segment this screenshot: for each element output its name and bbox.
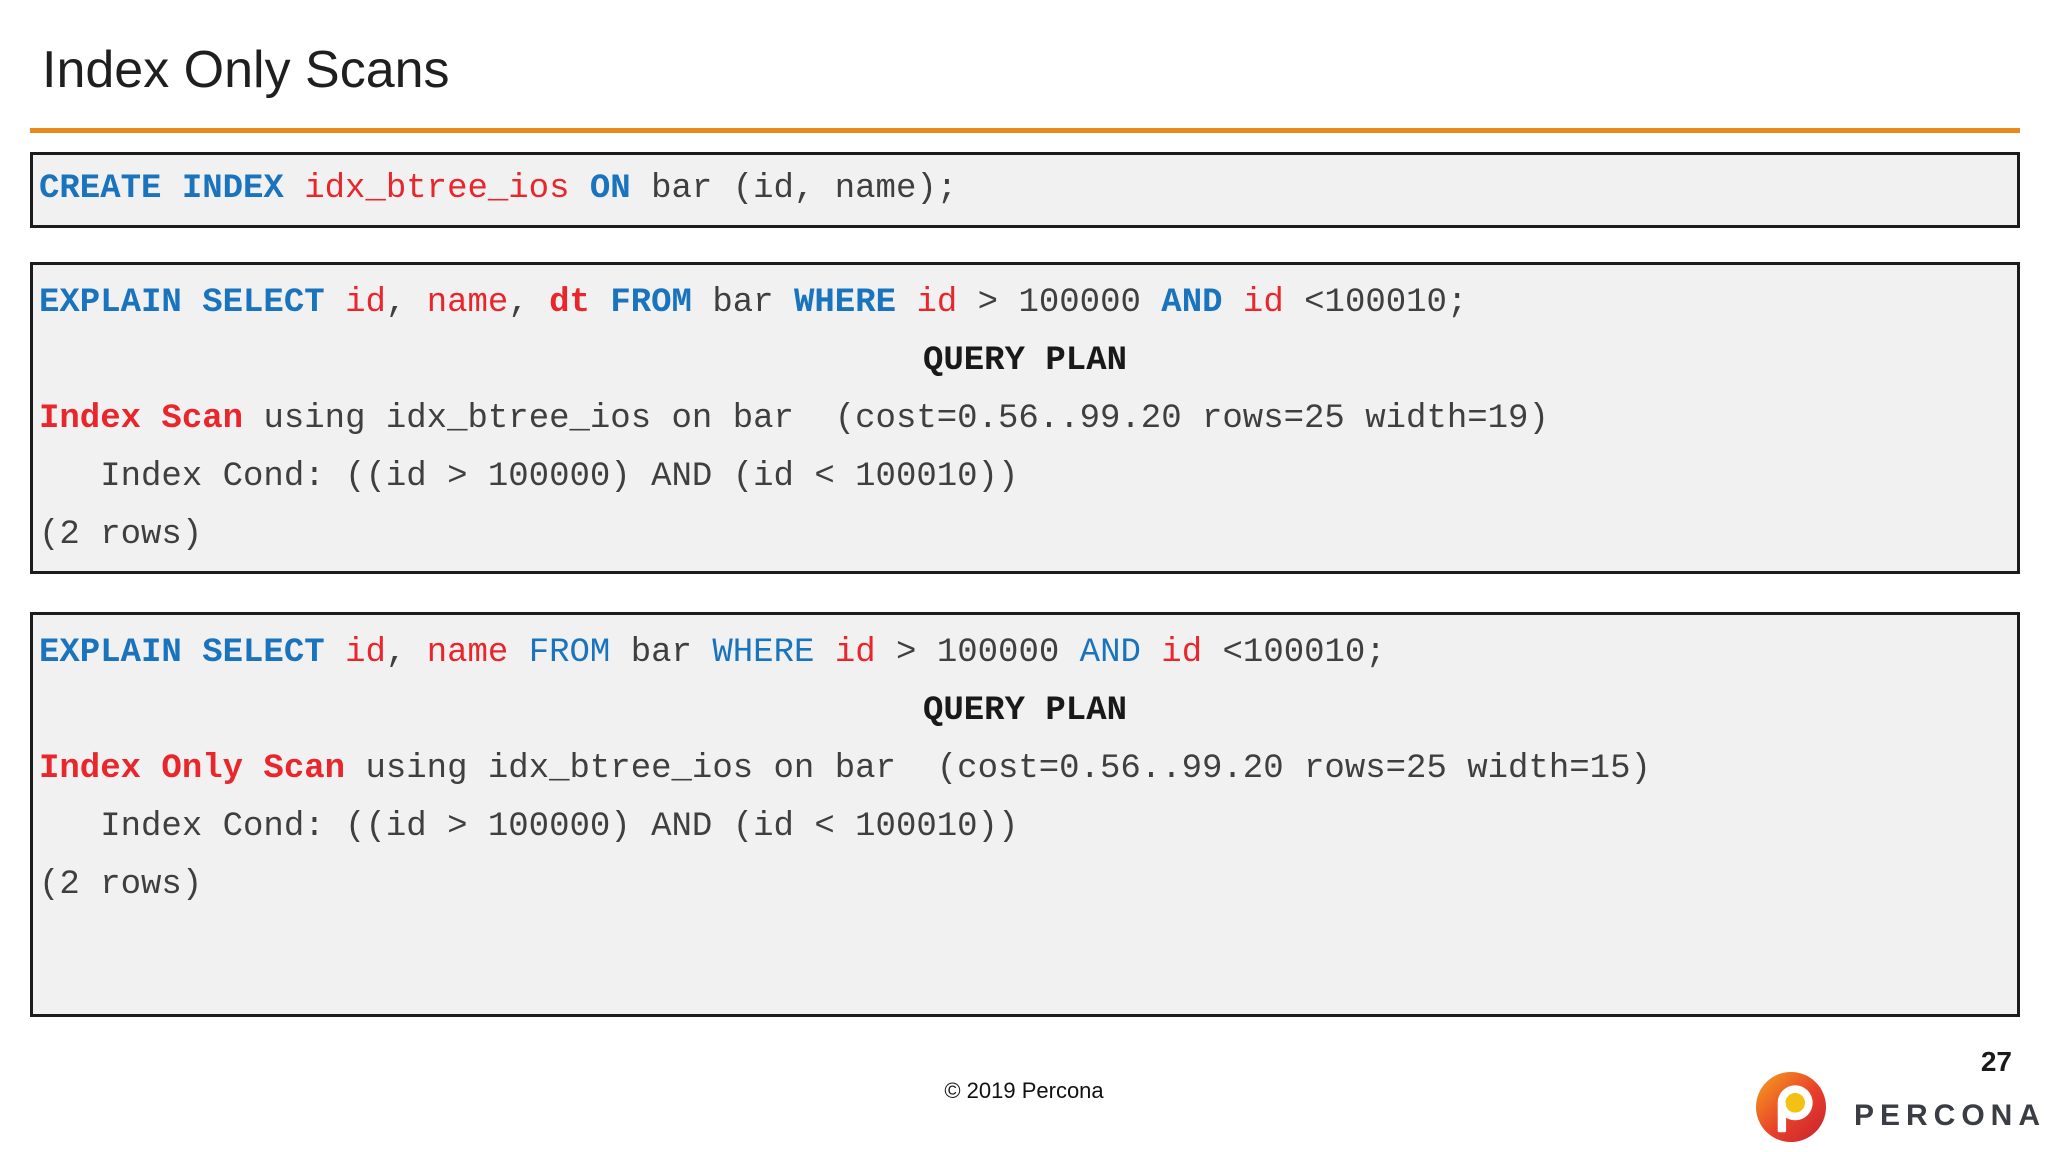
code-line: QUERY PLAN <box>922 692 1128 730</box>
code-line: (2 rows) <box>39 866 203 904</box>
code-block-create-index: CREATE INDEX idx_btree_ios ON bar (id, n… <box>30 152 2020 228</box>
percona-wordmark: PERCONA <box>1854 1099 2047 1132</box>
code-line: EXPLAIN SELECT id, name FROM bar WHERE i… <box>39 634 1386 672</box>
code-line: (2 rows) <box>39 516 203 554</box>
title-underline <box>30 128 2020 133</box>
percona-brand-lockup: PERCONA <box>1756 1072 2046 1142</box>
code-line: QUERY PLAN <box>922 342 1128 380</box>
page-number: 27 <box>1980 1046 2012 1077</box>
code-line: Index Only Scan using idx_btree_ios on b… <box>39 750 1651 788</box>
code-block-explain-index-only-scan: EXPLAIN SELECT id, name FROM bar WHERE i… <box>30 612 2020 1017</box>
code-block-explain-index-scan: EXPLAIN SELECT id, name, dt FROM bar WHE… <box>30 262 2020 574</box>
page-title: Index Only Scans <box>42 41 450 99</box>
copyright-text: © 2019 Percona <box>944 1078 1104 1103</box>
percona-logo-icon <box>1756 1072 1826 1142</box>
code-line: Index Cond: ((id > 100000) AND (id < 100… <box>39 808 1019 846</box>
code-line: EXPLAIN SELECT id, name, dt FROM bar WHE… <box>39 284 1468 322</box>
code-line: Index Scan using idx_btree_ios on bar (c… <box>39 400 1549 438</box>
code-line: CREATE INDEX idx_btree_ios ON bar (id, n… <box>39 170 958 208</box>
code-line: Index Cond: ((id > 100000) AND (id < 100… <box>39 458 1019 496</box>
